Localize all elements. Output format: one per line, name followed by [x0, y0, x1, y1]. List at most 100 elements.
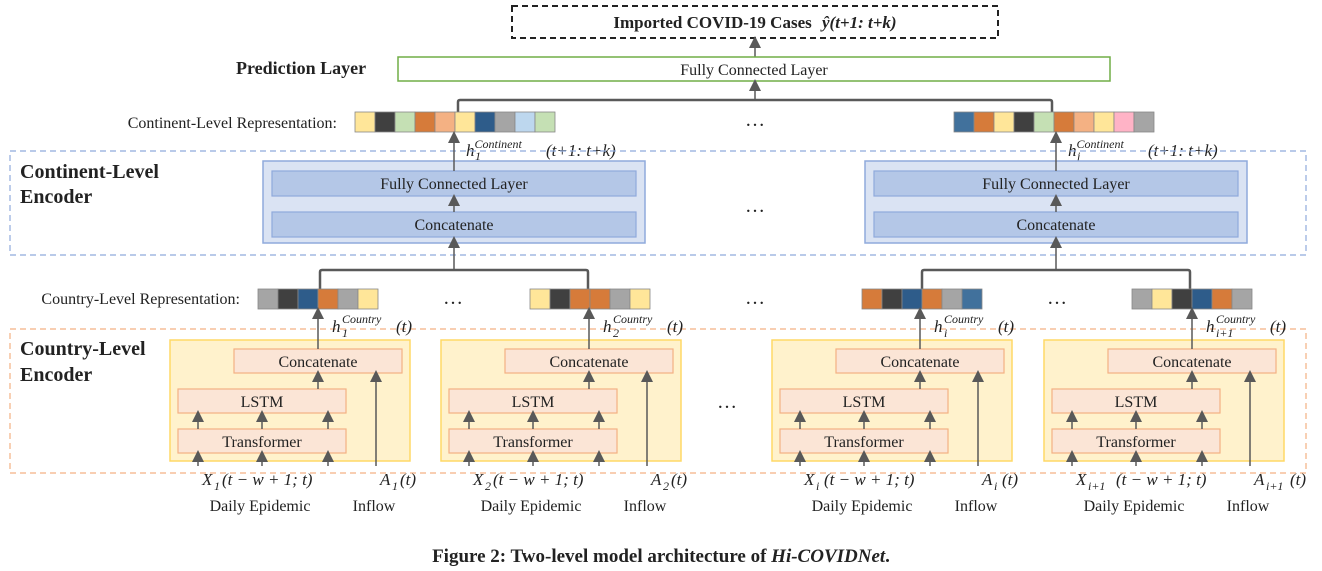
continent-1-fc: Fully Connected Layer	[380, 176, 528, 193]
h-country-label: h	[934, 317, 943, 336]
a-input-arg: (t)	[671, 470, 687, 489]
a-input-label: A	[981, 470, 993, 489]
x-input-arg: (t − w + 1; t)	[1116, 470, 1207, 489]
country-repr-vector-2	[529, 288, 651, 310]
caption-suffix: .	[885, 546, 890, 567]
concat-box	[233, 348, 403, 374]
h-country-arg: (t)	[1270, 317, 1286, 336]
lstm-box	[1051, 388, 1221, 414]
lstm-box	[448, 388, 618, 414]
h-country-sub: i+1	[1216, 326, 1233, 340]
continent-ellipsis: …	[745, 109, 765, 131]
lstm-label: LSTM	[1115, 394, 1158, 411]
h-continent-1: hContinent 1 (t+1: t+k)	[466, 137, 616, 163]
continent-1-concat: Concatenate	[414, 217, 493, 234]
h-country-sub: i	[944, 326, 947, 340]
concat-label: Concatenate	[278, 354, 357, 371]
lstm-label: LSTM	[512, 394, 555, 411]
a-input-arg: (t)	[1002, 470, 1018, 489]
output-box-math: ŷ(t+1: t+k)	[820, 13, 897, 32]
a-input-sub: 2	[663, 479, 669, 493]
h-country-sup: Country	[1216, 312, 1256, 326]
h-country-sub: 2	[613, 326, 619, 340]
country-repr-label: Country-Level Representation:	[41, 291, 240, 308]
transformer-label: Transformer	[493, 434, 573, 451]
h-country-label: h	[1206, 317, 1215, 336]
continent-block-j: Fully Connected Layer Concatenate	[864, 131, 1248, 244]
svg-text:1: 1	[475, 149, 481, 163]
caption-prefix: Figure 2: Two-level model architecture o…	[432, 546, 771, 567]
prediction-layer-label: Prediction Layer	[236, 58, 366, 78]
h-country-arg: (t)	[998, 317, 1014, 336]
country-encoder-label-2: Encoder	[20, 364, 92, 386]
transformer-label: Transformer	[222, 434, 302, 451]
a-input-label: A	[1253, 470, 1265, 489]
output-box-label: Imported COVID-19 Cases	[613, 13, 812, 32]
transformer-label: Transformer	[824, 434, 904, 451]
a-input-label: A	[379, 470, 391, 489]
x-input-label: X	[1075, 470, 1087, 489]
h-country-arg: (t)	[667, 317, 683, 336]
inflow-label: Inflow	[955, 498, 998, 515]
continent-merge-lines	[456, 79, 1054, 112]
daily-epidemic-label: Daily Epidemic	[812, 498, 913, 515]
svg-text:j: j	[1075, 149, 1081, 163]
x-input-label: X	[472, 470, 484, 489]
a-input-sub: 1	[392, 479, 398, 493]
inflow-label: Inflow	[624, 498, 667, 515]
concat-box	[1107, 348, 1277, 374]
caption-name: Hi-COVIDNet	[770, 546, 886, 567]
continent-repr-vector-j	[953, 111, 1155, 133]
output-box: Imported COVID-19 Cases ŷ(t+1: t+k)	[511, 5, 999, 39]
concat-label: Concatenate	[549, 354, 628, 371]
x-input-label: X	[201, 470, 213, 489]
x-input-label: X	[803, 470, 815, 489]
country-block-ellipsis: …	[717, 391, 737, 413]
continent-repr-vector-1	[354, 111, 556, 133]
x-input-arg: (t − w + 1; t)	[493, 470, 584, 489]
country-ellipsis-1: …	[443, 287, 463, 309]
prediction-fc-label: Fully Connected Layer	[680, 62, 828, 79]
lstm-label: LSTM	[843, 394, 886, 411]
prediction-fc-box: Fully Connected Layer	[397, 56, 1111, 82]
h-country-sup: Country	[613, 312, 653, 326]
country-encoder-label-1: Country-Level	[20, 338, 146, 360]
daily-epidemic-label: Daily Epidemic	[210, 498, 311, 515]
concat-box	[835, 348, 1005, 374]
svg-text:Imported COVID-19 Cases: Imported COVID-19 Cases ŷ(t+1: t+k)	[613, 13, 896, 32]
h-continent-j: hContinent j (t+1: t+k)	[1068, 137, 1218, 163]
h-country-arg: (t)	[396, 317, 412, 336]
daily-epidemic-label: Daily Epidemic	[1084, 498, 1185, 515]
h-country-sup: Country	[342, 312, 382, 326]
h-country-label: h	[332, 317, 341, 336]
country-repr-vector-i	[861, 288, 983, 310]
continent-encoder-label-2: Encoder	[20, 186, 92, 208]
h-country-sup: Country	[944, 312, 984, 326]
country-merge-lines	[318, 236, 1192, 290]
country-ellipsis-3: …	[1047, 287, 1067, 309]
inflow-label: Inflow	[353, 498, 396, 515]
country-ellipsis-2: …	[745, 287, 765, 309]
continent-j-concat: Concatenate	[1016, 217, 1095, 234]
h-country-label: h	[603, 317, 612, 336]
figure-caption: Figure 2: Two-level model architecture o…	[432, 546, 890, 567]
a-input-sub: i+1	[1266, 479, 1283, 493]
concat-label: Concatenate	[880, 354, 959, 371]
x-input-arg: (t − w + 1; t)	[824, 470, 915, 489]
a-input-arg: (t)	[400, 470, 416, 489]
concat-label: Concatenate	[1152, 354, 1231, 371]
a-input-arg: (t)	[1290, 470, 1306, 489]
a-input-label: A	[650, 470, 662, 489]
x-input-sub: i+1	[1088, 479, 1105, 493]
lstm-label: LSTM	[241, 394, 284, 411]
a-input-sub: i	[994, 479, 997, 493]
x-input-sub: i	[816, 479, 819, 493]
continent-repr-label: Continent-Level Representation:	[128, 115, 337, 132]
x-input-sub: 1	[214, 479, 220, 493]
x-input-sub: 2	[485, 479, 491, 493]
country-repr-vector-1	[257, 288, 379, 310]
